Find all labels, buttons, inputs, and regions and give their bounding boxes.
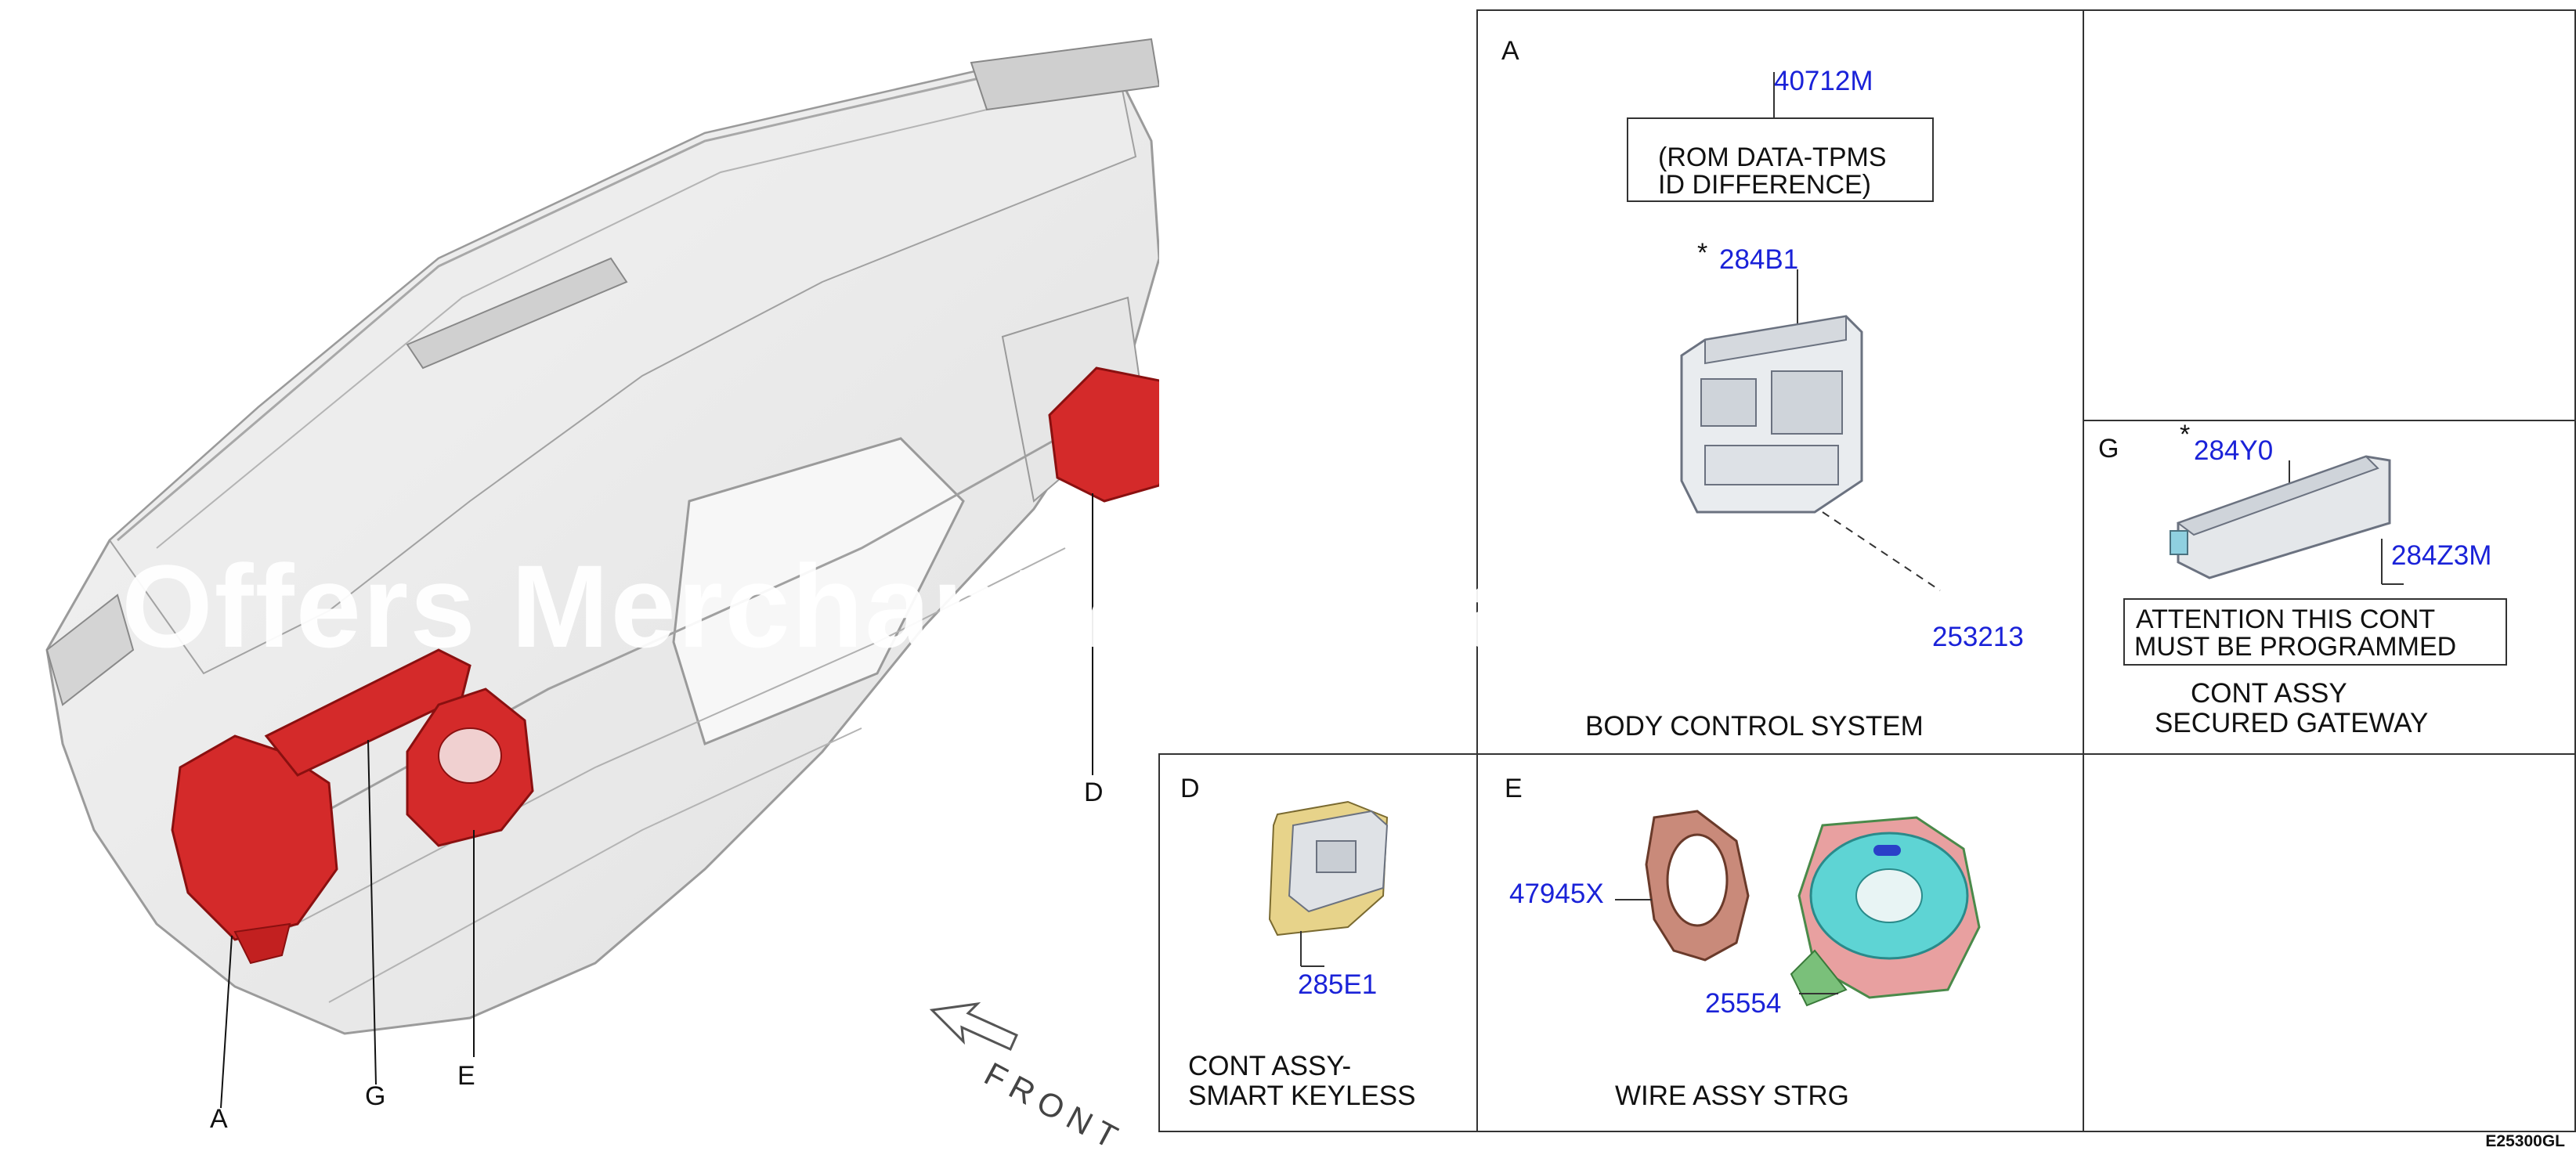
callout-a: A	[210, 1104, 228, 1134]
steering-wire-assy-image	[1615, 810, 1981, 1007]
asterisk-mark: *	[1697, 238, 1708, 268]
part-number-284y0: 284Y0	[2194, 435, 2274, 466]
part-number-285e1: 285E1	[1298, 969, 1378, 1000]
panel-empty-bottom	[2083, 753, 2576, 1132]
part-number-284z3m: 284Z3M	[2391, 540, 2492, 571]
panel-d: D 285E1 CONT ASSY- SMART KEYLESS	[1158, 753, 1478, 1132]
panel-g-letter: G	[2098, 434, 2119, 464]
part-number-40712m: 40712M	[1774, 66, 1873, 96]
attention-box	[2123, 598, 2507, 666]
callout-d: D	[1084, 778, 1104, 807]
part-g-highlight	[264, 648, 471, 777]
panel-a-title: BODY CONTROL SYSTEM	[1585, 711, 1924, 742]
panel-g: G * 284Y0 284Z3M ATTENTION THIS CONT MUS…	[2083, 420, 2576, 755]
panel-d-letter: D	[1180, 774, 1200, 803]
panel-g-title-line1: CONT ASSY	[2191, 678, 2347, 709]
part-number-25554: 25554	[1705, 988, 1782, 1019]
dashboard-illustration	[45, 38, 1159, 1109]
panel-a: A 40712M (ROM DATA-TPMS ID DIFFERENCE) *…	[1476, 9, 2084, 755]
part-d-highlight	[1048, 366, 1159, 503]
rom-note-box	[1627, 117, 1934, 202]
body-control-module-image	[1680, 72, 1941, 591]
attention-line2: MUST BE PROGRAMMED	[2134, 632, 2457, 662]
callout-e: E	[457, 1061, 475, 1091]
panel-g-title-line2: SECURED GATEWAY	[2155, 708, 2429, 738]
front-arrow-icon	[929, 1001, 1018, 1051]
secured-gateway-image	[2170, 455, 2404, 585]
panel-d-title-line2: SMART KEYLESS	[1188, 1081, 1416, 1111]
watermark-text: Offers Merchant Auto Parts	[121, 540, 1685, 672]
panel-e-letter: E	[1505, 774, 1523, 803]
rom-note-line2: ID DIFFERENCE)	[1658, 170, 1871, 200]
part-e-highlight	[406, 687, 534, 847]
panel-e-title: WIRE ASSY STRG	[1615, 1081, 1849, 1111]
smart-keyless-module-image	[1268, 800, 1389, 967]
panel-a-letter: A	[1501, 36, 1519, 66]
rom-note-line1: (ROM DATA-TPMS	[1658, 143, 1887, 172]
diagram-code: E25300GL	[2485, 1132, 2565, 1150]
part-number-284b1: 284B1	[1719, 244, 1799, 275]
part-number-47945x: 47945X	[1509, 879, 1604, 909]
part-a-highlight	[171, 734, 338, 965]
part-number-253213: 253213	[1932, 622, 2024, 652]
panel-e: E 47945X 25554 WIRE ASSY STRG	[1476, 753, 2084, 1132]
callout-g: G	[365, 1081, 386, 1111]
attention-line1: ATTENTION THIS CONT	[2136, 604, 2436, 634]
panel-empty-top	[2083, 9, 2576, 421]
panel-d-title-line1: CONT ASSY-	[1188, 1051, 1352, 1081]
asterisk-mark-g: *	[2180, 420, 2191, 449]
